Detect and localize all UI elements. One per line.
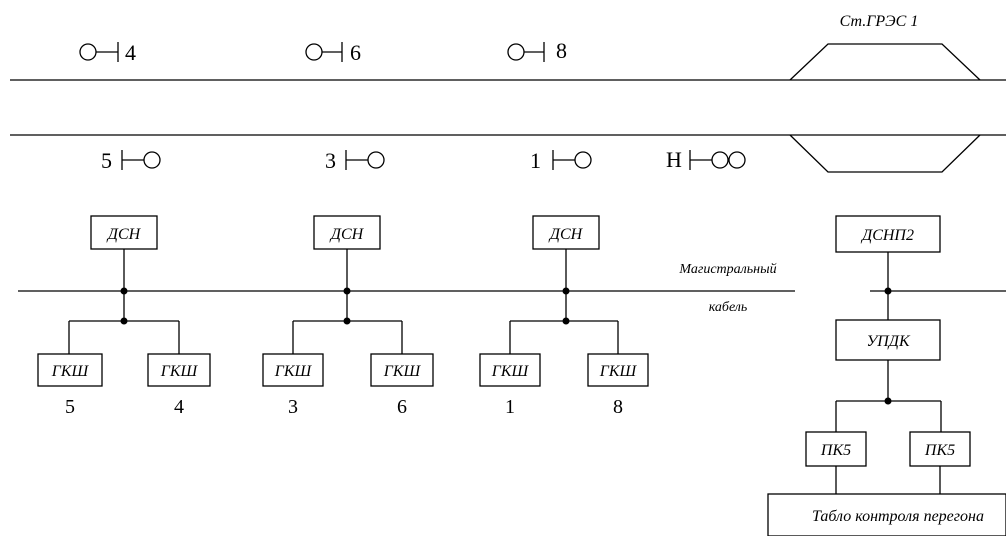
gksh-number: 6 bbox=[397, 396, 407, 418]
dsnp-label: ДСНП2 bbox=[860, 227, 914, 244]
cable-label-line1: Магистральный bbox=[678, 262, 776, 277]
dsn-label: ДСН bbox=[106, 226, 142, 243]
signal-top-label: 4 bbox=[125, 40, 136, 65]
cable-junction bbox=[562, 287, 570, 295]
signal-bottom-5: 5 bbox=[101, 148, 161, 173]
gksh-box bbox=[587, 353, 649, 387]
signal-bottom-entry: Н bbox=[666, 147, 746, 172]
station-control-block: ДСНП2 УПДК ПК5 ПК5 Табло контроля перего… bbox=[767, 215, 1006, 536]
signal-top-label: 6 bbox=[350, 40, 361, 65]
tablo-box bbox=[767, 493, 1006, 536]
dsn-label: ДСН bbox=[548, 226, 584, 243]
pk-label: ПК5 bbox=[924, 442, 955, 459]
gksh-box bbox=[479, 353, 541, 387]
platform-lower bbox=[789, 134, 981, 173]
dsn-box bbox=[90, 215, 158, 250]
gksh-box bbox=[262, 353, 324, 387]
tablo-label: Табло контроля перегона bbox=[812, 508, 984, 525]
gksh-number: 5 bbox=[65, 396, 75, 418]
cable-label-line2: кабель bbox=[709, 300, 748, 315]
cable-junction bbox=[120, 287, 128, 295]
cable-junction bbox=[884, 287, 892, 295]
gksh-label: ГКШ bbox=[51, 363, 90, 380]
gksh-number: 3 bbox=[288, 396, 298, 418]
pk-label: ПК5 bbox=[820, 442, 851, 459]
signal-bottom-label: 1 bbox=[530, 148, 541, 173]
gksh-label: ГКШ bbox=[160, 363, 199, 380]
updk-label: УПДК bbox=[866, 333, 911, 350]
signal-bottom-label: Н bbox=[666, 147, 682, 172]
gksh-label: ГКШ bbox=[383, 363, 422, 380]
signal-top-4: 4 bbox=[79, 40, 136, 65]
platform-upper bbox=[789, 43, 981, 81]
dsn-group-1: ДСН ГКШ ГКШ 5 4 bbox=[37, 215, 211, 418]
gksh-label: ГКШ bbox=[491, 363, 530, 380]
dsnp-box bbox=[835, 215, 941, 253]
gksh-number: 1 bbox=[505, 396, 515, 418]
signal-bottom-3: 3 bbox=[325, 148, 385, 173]
station-label: Ст.ГРЭС 1 bbox=[840, 13, 919, 30]
signal-bottom-label: 5 bbox=[101, 148, 112, 173]
gksh-label: ГКШ bbox=[274, 363, 313, 380]
signal-bottom-1: 1 bbox=[530, 148, 592, 173]
gksh-box bbox=[37, 353, 103, 387]
dsn-label: ДСН bbox=[329, 226, 365, 243]
signal-top-8: 8 bbox=[507, 38, 567, 63]
gksh-number: 8 bbox=[613, 396, 623, 418]
cable-junction bbox=[343, 287, 351, 295]
gksh-box bbox=[147, 353, 211, 387]
dsn-group-2: ДСН ГКШ ГКШ 3 6 bbox=[262, 215, 434, 418]
signal-bottom-label: 3 bbox=[325, 148, 336, 173]
gksh-label: ГКШ bbox=[599, 363, 638, 380]
signal-top-6: 6 bbox=[305, 40, 361, 65]
gksh-box bbox=[370, 353, 434, 387]
signal-top-label: 8 bbox=[556, 38, 567, 63]
gksh-number: 4 bbox=[174, 396, 184, 418]
dsn-group-3: ДСН ГКШ ГКШ 1 8 bbox=[479, 215, 649, 418]
